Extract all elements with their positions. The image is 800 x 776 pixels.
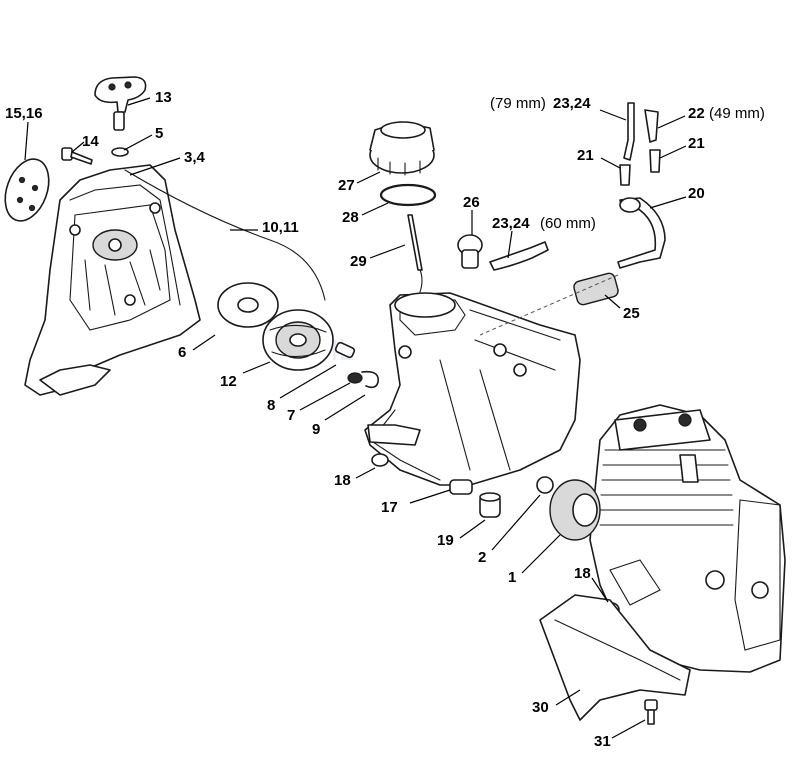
o-ring-28 (379, 183, 437, 207)
fitting-21-right (649, 149, 661, 173)
callout-21-left: 21 (577, 147, 594, 164)
callout-13: 13 (155, 89, 172, 106)
grommet-18-top (371, 453, 389, 467)
starter-rope (124, 169, 326, 301)
callout-1: 1 (508, 569, 516, 586)
callout-20: 20 (688, 185, 705, 202)
hose-route-line (479, 274, 619, 336)
fuel-line-49mm (644, 109, 659, 143)
ring-2 (536, 476, 554, 494)
intake-flange-1 (549, 479, 601, 541)
callout-27: 27 (338, 177, 355, 194)
spring-clip-9 (361, 370, 379, 389)
starter-cover (24, 164, 201, 396)
callout-22-note: (49 mm) (709, 105, 765, 122)
callout-30: 30 (532, 699, 549, 716)
fitting-26 (457, 234, 483, 269)
callout-29: 29 (350, 253, 367, 270)
callout-22: 22 (688, 105, 705, 122)
washer-7 (347, 372, 363, 384)
grommet-19 (479, 492, 501, 518)
callout-23-24-60-note: (60 mm) (540, 215, 596, 232)
spring-housing-6 (217, 282, 279, 328)
leader-lines (24, 97, 687, 739)
callout-26: 26 (463, 194, 480, 211)
callout-2: 2 (478, 549, 486, 566)
callout-10-11: 10,11 (262, 219, 299, 236)
callout-28: 28 (342, 209, 359, 226)
callout-7: 7 (287, 407, 295, 424)
callout-23-24-79-note: (79 mm) (490, 95, 546, 112)
callout-5: 5 (155, 125, 163, 142)
pawl-8 (334, 341, 356, 359)
callout-8: 8 (267, 397, 275, 414)
callout-19: 19 (437, 532, 454, 549)
callout-31: 31 (594, 733, 611, 750)
callout-12: 12 (220, 373, 237, 390)
callout-15-16: 15,16 (5, 105, 43, 122)
callout-18-top: 18 (334, 472, 351, 489)
fuel-hose-20 (617, 197, 666, 269)
fuel-line-60mm (489, 241, 549, 271)
callout-6: 6 (178, 344, 186, 361)
fuel-line-79mm (623, 102, 635, 161)
callout-21-right: 21 (688, 135, 705, 152)
callout-18-bottom: 18 (574, 565, 591, 582)
callout-17: 17 (381, 499, 398, 516)
callout-9: 9 (312, 421, 320, 438)
fuel-cap-27 (369, 121, 435, 176)
starter-grip-13 (94, 76, 147, 131)
callout-14: 14 (82, 133, 99, 150)
guard-30 (539, 594, 691, 721)
callout-23-24-79: 23,24 (553, 95, 591, 112)
callout-23-24-60: 23,24 (492, 215, 530, 232)
label-plate (4, 158, 50, 222)
fuel-tank-17 (364, 292, 581, 495)
screw-31 (644, 699, 658, 725)
engine-block (589, 404, 786, 673)
callout-labels: 15,16 14 13 5 3,4 10,11 6 12 8 7 9 27 28… (5, 89, 765, 750)
fitting-21-left (619, 164, 631, 186)
pickup-29 (407, 214, 423, 293)
callout-25: 25 (623, 305, 640, 322)
callout-3-4: 3,4 (184, 149, 206, 166)
screw-14 (61, 147, 93, 165)
rope-rotor-12 (262, 309, 334, 371)
